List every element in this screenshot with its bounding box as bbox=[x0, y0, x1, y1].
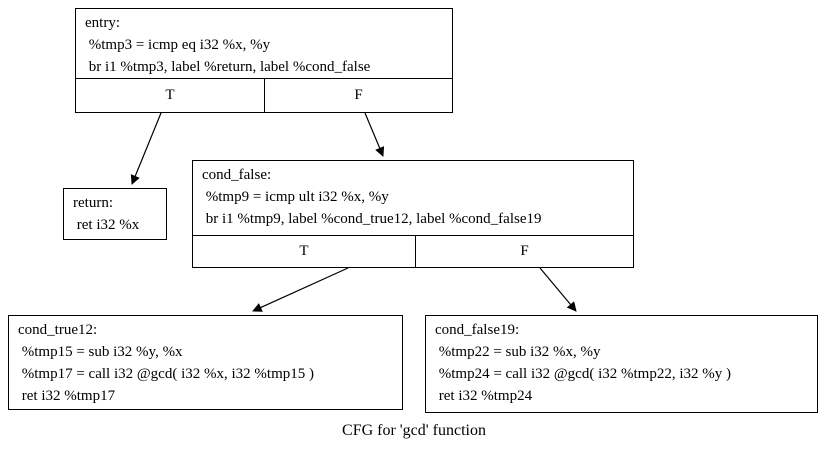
basic-block-code: cond_true12: %tmp15 = sub i32 %y, %x %tm… bbox=[9, 316, 402, 409]
block-label: cond_true12: bbox=[18, 322, 98, 338]
basic-block-code: entry: %tmp3 = icmp eq i32 %x, %y br i1 … bbox=[76, 9, 452, 78]
cfg-node-cond-true12: cond_true12: %tmp15 = sub i32 %y, %x %tm… bbox=[8, 315, 403, 410]
instruction: %tmp15 = sub i32 %y, %x bbox=[18, 344, 183, 360]
branch-false-cell: F bbox=[415, 236, 633, 267]
branch-row: T F bbox=[76, 78, 452, 112]
cfg-node-cond-false19: cond_false19: %tmp22 = sub i32 %x, %y %t… bbox=[425, 315, 818, 413]
edge-cond-false-false-to-cond-false19 bbox=[539, 267, 577, 312]
branch-false-cell: F bbox=[264, 79, 452, 112]
instruction: ret i32 %x bbox=[73, 217, 140, 233]
cfg-node-cond-false: cond_false: %tmp9 = icmp ult i32 %x, %y … bbox=[192, 160, 634, 268]
diagram-caption: CFG for 'gcd' function bbox=[342, 422, 486, 439]
instruction: ret i32 %tmp17 bbox=[18, 388, 116, 404]
block-label: cond_false19: bbox=[435, 322, 520, 338]
instruction: %tmp9 = icmp ult i32 %x, %y bbox=[202, 189, 389, 205]
branch-row: T F bbox=[193, 235, 633, 267]
block-label: return: bbox=[73, 195, 113, 211]
edge-entry-false-to-cond-false bbox=[364, 112, 385, 157]
instruction: %tmp3 = icmp eq i32 %x, %y bbox=[85, 37, 271, 53]
branch-true-cell: T bbox=[165, 87, 175, 103]
cfg-node-entry: entry: %tmp3 = icmp eq i32 %x, %y br i1 … bbox=[75, 8, 453, 113]
instruction: %tmp22 = sub i32 %x, %y bbox=[435, 344, 601, 360]
basic-block-code: return: ret i32 %x bbox=[64, 189, 166, 239]
instruction: %tmp24 = call i32 @gcd( i32 %tmp22, i32 … bbox=[435, 366, 731, 382]
block-label: entry: bbox=[85, 15, 120, 31]
block-label: cond_false: bbox=[202, 167, 272, 183]
instruction: br i1 %tmp9, label %cond_true12, label %… bbox=[202, 211, 542, 227]
cfg-node-return: return: ret i32 %x bbox=[63, 188, 167, 240]
basic-block-code: cond_false19: %tmp22 = sub i32 %x, %y %t… bbox=[426, 316, 817, 412]
basic-block-code: cond_false: %tmp9 = icmp ult i32 %x, %y … bbox=[193, 161, 633, 235]
instruction: br i1 %tmp3, label %return, label %cond_… bbox=[85, 59, 371, 75]
branch-true-cell: T bbox=[299, 243, 309, 259]
instruction: ret i32 %tmp24 bbox=[435, 388, 533, 404]
instruction: %tmp17 = call i32 @gcd( i32 %x, i32 %tmp… bbox=[18, 366, 314, 382]
edge-cond-false-true-to-cond-true12 bbox=[252, 267, 349, 312]
edge-entry-true-to-return bbox=[130, 112, 162, 185]
